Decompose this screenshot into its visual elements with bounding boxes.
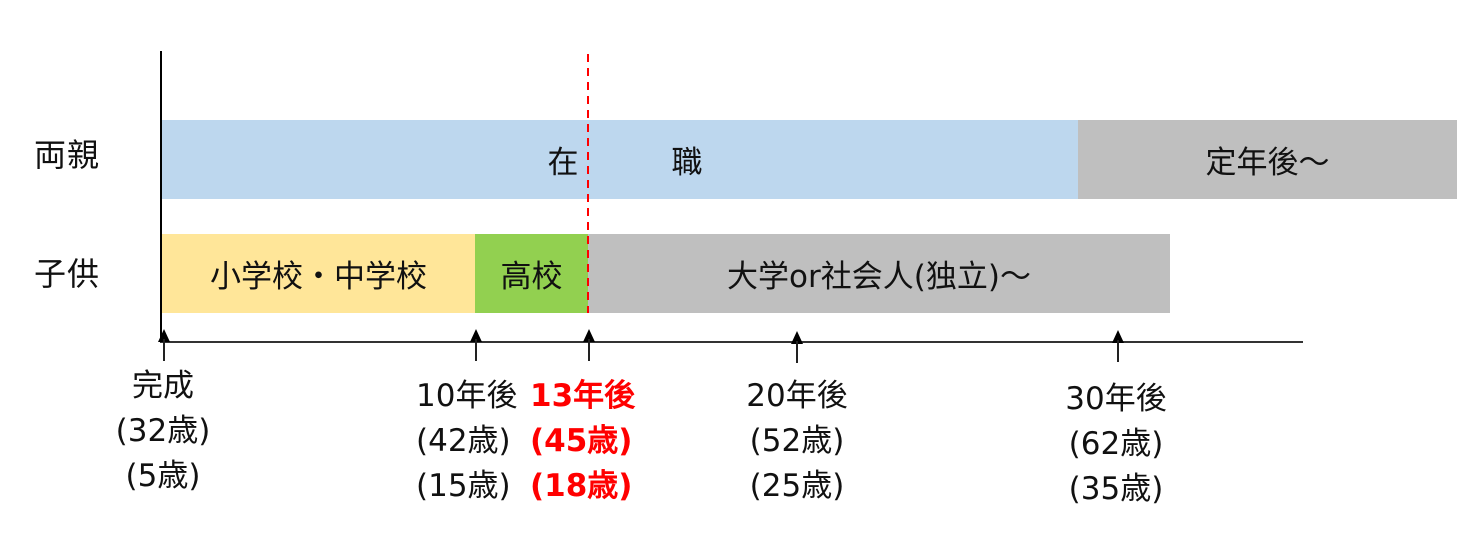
bar-child-elementary-middle: 小学校・中学校 bbox=[162, 234, 475, 313]
arrow-up-icon bbox=[470, 329, 482, 342]
arrow-stem bbox=[475, 339, 477, 361]
arrow-up-icon bbox=[583, 329, 595, 342]
tick-label-line: 完成 bbox=[132, 368, 194, 404]
tick-label-line: 10年後 bbox=[416, 378, 518, 414]
tick-label-line: (25歳) bbox=[749, 468, 845, 504]
tick-label-line: 30年後 bbox=[1065, 381, 1167, 417]
tick-label-line: (45歳) bbox=[530, 423, 633, 459]
tick-arrow-10 bbox=[468, 329, 484, 363]
tick-label-10-years: 10年後 (42歳) (15歳) bbox=[416, 374, 517, 509]
bar-parents-retired-label: 定年後～ bbox=[1205, 145, 1330, 181]
bar-child-highschool: 高校 bbox=[475, 234, 588, 313]
tick-label-line: (42歳) bbox=[416, 423, 511, 459]
bar-parents-employed: 在 職 bbox=[162, 120, 1078, 199]
tick-arrow-30 bbox=[1110, 330, 1126, 364]
row-label-parents: 両親 bbox=[34, 136, 101, 174]
bar-child-university-independent-label: 大学or社会人(独立)～ bbox=[727, 259, 1031, 295]
tick-label-line: 20年後 bbox=[746, 378, 848, 414]
tick-label-line: (5歳) bbox=[125, 458, 201, 494]
tick-label-line: (32歳) bbox=[115, 413, 211, 449]
arrow-up-icon bbox=[1112, 330, 1124, 343]
bar-child-elementary-middle-label: 小学校・中学校 bbox=[210, 259, 427, 295]
tick-label-line: (62歳) bbox=[1068, 426, 1164, 462]
tick-arrow-13 bbox=[581, 329, 597, 363]
timeline-axis bbox=[160, 341, 1303, 343]
bar-parents-employed-label: 在 職 bbox=[547, 145, 703, 181]
row-label-child: 子供 bbox=[34, 255, 101, 293]
start-vertical-line bbox=[160, 51, 162, 343]
arrow-up-icon bbox=[158, 329, 170, 342]
arrow-stem bbox=[588, 339, 590, 361]
tick-label-20-years: 20年後 (52歳) (25歳) bbox=[727, 374, 867, 509]
tick-label-line: (52歳) bbox=[749, 423, 845, 459]
marker-13-years-dashed-line bbox=[587, 54, 589, 313]
tick-label-line: (18歳) bbox=[530, 468, 633, 504]
arrow-up-icon bbox=[791, 331, 803, 344]
arrow-stem bbox=[163, 339, 165, 361]
tick-label-completion: 完成 (32歳) (5歳) bbox=[93, 364, 233, 499]
tick-label-line: 13年後 bbox=[530, 378, 636, 414]
arrow-stem bbox=[796, 341, 798, 363]
tick-arrow-20 bbox=[789, 331, 805, 365]
bar-child-highschool-label: 高校 bbox=[500, 259, 563, 295]
tick-label-line: (15歳) bbox=[416, 468, 511, 504]
tick-label-line: (35歳) bbox=[1068, 471, 1164, 507]
bar-parents-retired: 定年後～ bbox=[1078, 120, 1457, 199]
tick-arrow-0 bbox=[156, 329, 172, 363]
tick-label-13-years-highlight: 13年後 (45歳) (18歳) bbox=[530, 374, 635, 509]
tick-label-30-years: 30年後 (62歳) (35歳) bbox=[1046, 377, 1186, 512]
arrow-stem bbox=[1117, 340, 1119, 362]
bar-child-university-independent: 大学or社会人(独立)～ bbox=[588, 234, 1170, 313]
